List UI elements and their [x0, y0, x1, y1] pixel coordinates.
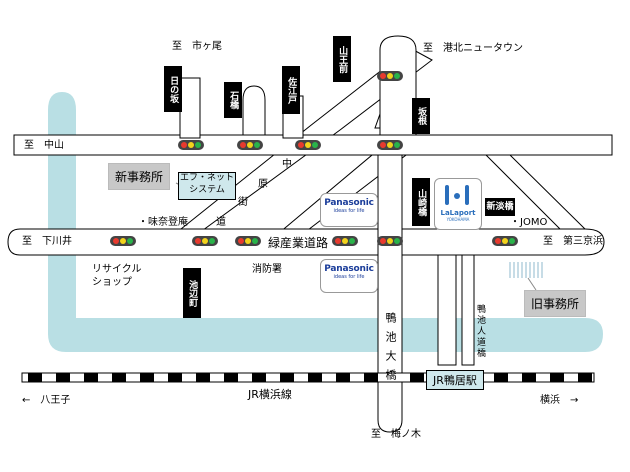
traffic-signal [377, 71, 403, 81]
traffic-signal [235, 236, 261, 246]
sign-itai: 坂根 [412, 98, 430, 134]
kamoike-ohashi-road [377, 154, 403, 433]
traffic-signal [178, 140, 204, 150]
jr-railway [21, 372, 595, 383]
sign-hinosaka: 日の坂 [164, 66, 182, 112]
road-label-hara: 原 [258, 179, 268, 190]
kamoike-footbridge [461, 254, 475, 366]
river [48, 92, 603, 352]
dir-yokohama: 横浜 → [540, 395, 579, 406]
jr-kamoi-station: JR鴨居駅 [426, 370, 484, 390]
dir-hachioji: ← 八王子 [22, 395, 71, 406]
sign-ishibashi: 石橋 [224, 82, 242, 118]
road-label-ryokusan: 緑産業道路 [268, 236, 329, 250]
road-label-kamoike-ohashi: 鴨池大橋 [384, 312, 397, 388]
dir-nakayama: 至 中山 [24, 140, 64, 151]
misaki-label: ・味奈登庵 [138, 217, 188, 228]
dir-umenoki: 至 梅ノ木 [371, 429, 421, 440]
fire-station-label: 消防署 [252, 264, 282, 275]
road-label-naka: 中 [282, 159, 292, 170]
road-label-do: 道 [216, 217, 226, 228]
road-label-kamoike-hito: 鴨池人道橋 [475, 304, 485, 359]
traffic-signals [110, 71, 518, 246]
sign-yamazakibashi: 山崎橋 [412, 178, 430, 226]
lalaport-mark-icon [435, 183, 481, 209]
recycle-shop-label: リサイクルショップ [92, 264, 142, 288]
traffic-signal [377, 236, 403, 246]
dir-daisankeihin: 至 第三京浜 [543, 236, 603, 247]
old-office-leader [527, 277, 537, 291]
green-industry-road [7, 228, 605, 256]
sign-saedo: 佐江戸 [282, 66, 300, 114]
old-office-label: 旧事務所 [524, 290, 587, 317]
lalaport-side-road [437, 254, 457, 366]
north-roads [179, 35, 417, 139]
dir-shimokawai: 至 下川井 [22, 236, 72, 247]
sign-shinuonuma: 新淡橋 [485, 198, 515, 216]
right-connector-road [484, 154, 587, 230]
traffic-signal [377, 140, 403, 150]
new-office-label: 新事務所 [108, 163, 171, 190]
jr-line-label: JR横浜線 [248, 388, 292, 401]
old-office-building [509, 262, 543, 278]
dir-tokaichiba: 至 市ヶ尾 [172, 41, 222, 52]
panasonic-logo-upper: Panasonic ideas for life [320, 193, 378, 227]
traffic-signal [237, 140, 263, 150]
sign-chizaka: 池辺町 [183, 268, 201, 318]
lalaport-logo: LaLaport YOKOHAMA [434, 178, 482, 230]
dir-kohoku: 至 港北ニュータウン [423, 43, 523, 54]
traffic-signal [295, 140, 321, 150]
sign-sannodai: 山王前 [333, 36, 351, 82]
traffic-signal [192, 236, 218, 246]
traffic-signal [492, 236, 518, 246]
fnet-system-callout: エフ・ネットシステム [178, 172, 236, 200]
jomo-label: ・JOMO [510, 217, 548, 228]
traffic-signal [110, 236, 136, 246]
road-label-kai: 街 [238, 197, 248, 208]
panasonic-logo-lower: Panasonic ideas for life [320, 259, 378, 293]
traffic-signal [332, 236, 358, 246]
